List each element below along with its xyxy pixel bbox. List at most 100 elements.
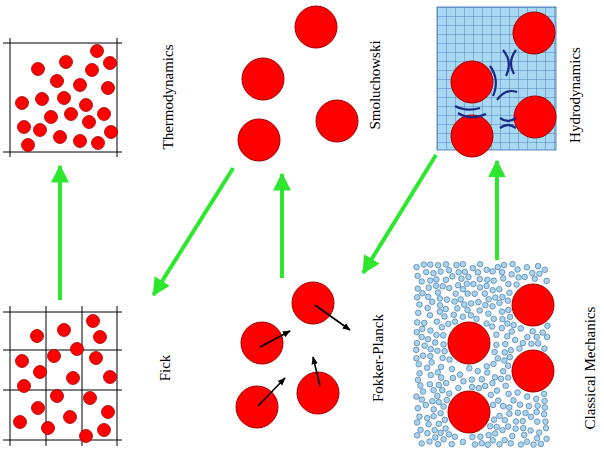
particle	[92, 137, 105, 150]
particle	[58, 324, 71, 337]
solvent-molecule	[511, 398, 517, 404]
solvent-molecule	[440, 333, 446, 339]
solvent-molecule	[491, 361, 497, 367]
solvent-molecule	[487, 423, 493, 429]
solvent-molecule	[490, 269, 496, 275]
particle	[36, 93, 49, 106]
solvent-molecule	[443, 306, 449, 312]
solvent-molecule	[492, 375, 498, 381]
solvent-molecule	[427, 313, 433, 319]
solvent-molecule	[534, 334, 540, 340]
velocity-arrow	[258, 305, 350, 406]
colloid	[513, 12, 555, 54]
solvent-molecule	[520, 425, 526, 431]
solvent-molecule	[542, 267, 548, 273]
solvent-molecule	[515, 390, 521, 396]
solvent-molecule	[477, 308, 483, 314]
solvent-molecule	[475, 270, 481, 276]
solvent-molecule	[465, 291, 471, 297]
solvent-molecule	[449, 366, 455, 372]
solvent-molecule	[543, 425, 549, 431]
solvent-molecule	[494, 424, 500, 430]
particle	[84, 392, 97, 405]
particle	[80, 430, 93, 443]
solvent-molecule	[413, 347, 419, 353]
solvent-molecule	[435, 290, 441, 296]
solvent-molecule	[533, 396, 539, 402]
solvent-molecule	[518, 326, 524, 332]
particle	[83, 116, 96, 129]
solvent-molecule	[439, 324, 445, 330]
solvent-molecule	[435, 441, 441, 447]
particle	[74, 135, 87, 148]
particle	[104, 57, 117, 70]
solvent-molecule	[460, 286, 466, 292]
solvent-molecule	[455, 282, 461, 288]
solvent-molecule	[505, 375, 511, 381]
solvent-molecule	[437, 296, 443, 302]
solvent-molecule	[544, 278, 550, 284]
particle	[71, 343, 84, 356]
particle	[87, 315, 100, 328]
solvent-molecule	[506, 405, 512, 411]
flow-arc	[497, 91, 517, 100]
flow-arc	[500, 118, 516, 121]
solvent-molecule	[460, 314, 466, 320]
solvent-molecule	[507, 354, 513, 360]
particle	[58, 92, 71, 105]
particle	[48, 350, 61, 363]
solvent-molecule	[532, 276, 538, 282]
solvent-molecule	[512, 337, 518, 343]
solvent-molecule	[472, 291, 478, 297]
solvent-molecule	[425, 305, 431, 311]
solvent-molecule	[501, 262, 507, 268]
solvent-molecule	[471, 281, 477, 287]
solvent-molecule	[484, 363, 490, 369]
solvent-molecule	[507, 411, 513, 417]
solvent-molecule	[469, 384, 475, 390]
solvent-molecule	[466, 274, 472, 280]
solvent-molecule	[535, 263, 541, 269]
solvent-molecule	[453, 291, 459, 297]
particle	[74, 79, 87, 92]
colloid	[512, 350, 554, 392]
solvent-molecule	[513, 426, 519, 432]
solvent-molecule	[446, 285, 452, 291]
solvent-molecule	[508, 441, 514, 447]
solvent-molecule	[477, 276, 483, 282]
solvent-molecule	[476, 299, 482, 305]
solvent-molecule	[530, 328, 536, 334]
solvent-molecule	[414, 394, 420, 400]
solvent-molecule	[443, 262, 449, 268]
solvent-molecule	[483, 302, 489, 308]
solvent-molecule	[538, 441, 544, 447]
solvent-molecule	[522, 274, 528, 280]
flow-arc	[511, 50, 516, 74]
solvent-molecule	[531, 442, 537, 448]
particle	[42, 422, 55, 435]
solvent-molecule	[435, 370, 441, 376]
solvent-molecule	[470, 265, 476, 271]
colloid	[316, 100, 358, 142]
solvent-molecule	[449, 441, 455, 447]
solvent-molecule	[486, 311, 492, 317]
solvent-molecule	[484, 267, 490, 273]
solvent-molecule	[429, 360, 435, 366]
solvent-molecule	[502, 350, 508, 356]
solvent-molecule	[478, 434, 484, 440]
thermodynamics-box	[3, 38, 122, 157]
particle	[51, 390, 64, 403]
solvent-molecule	[428, 346, 434, 352]
solvent-molecule	[515, 410, 521, 416]
solvent-molecule	[518, 442, 524, 448]
colloid	[448, 391, 490, 433]
solvent-molecule	[427, 439, 433, 445]
solvent-molecule	[431, 270, 437, 276]
solvent-molecule	[506, 307, 512, 313]
solvent-molecule	[468, 313, 474, 319]
solvent-molecule	[428, 328, 434, 334]
solvent-molecule	[438, 430, 444, 436]
smoluchowski-panel: Smoluchowski	[230, 0, 390, 168]
solvent-molecule	[509, 272, 515, 278]
